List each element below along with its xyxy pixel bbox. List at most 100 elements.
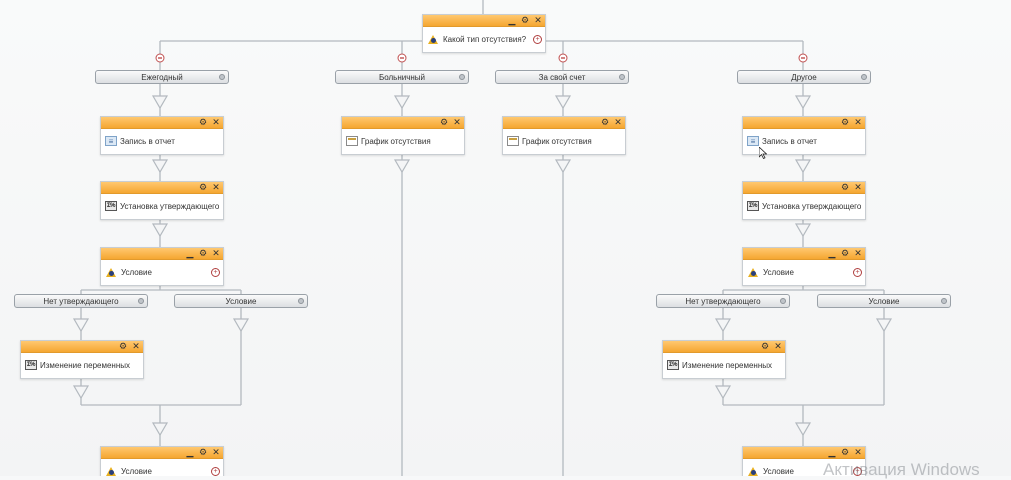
branch-sick[interactable]: Больничный (335, 70, 469, 84)
minimize-icon[interactable]: ▁ (828, 447, 836, 457)
branch-options-icon[interactable] (459, 74, 465, 80)
drop-arrow-icon[interactable] (875, 318, 893, 333)
drop-arrow-icon[interactable] (554, 159, 572, 174)
gear-icon[interactable]: ⚙ (199, 117, 208, 127)
drop-arrow-icon[interactable] (151, 223, 169, 238)
gear-icon[interactable]: ⚙ (841, 182, 850, 192)
close-icon[interactable]: ✕ (854, 447, 862, 457)
activity-titlebar[interactable]: ⚙✕ (743, 117, 865, 129)
drop-arrow-icon[interactable] (554, 95, 572, 110)
activity-titlebar[interactable]: ⚙✕ (743, 182, 865, 194)
collapse-branch-icon[interactable] (798, 53, 808, 63)
collapse-branch-icon[interactable] (558, 53, 568, 63)
close-icon[interactable]: ✕ (854, 248, 862, 258)
gear-icon[interactable]: ⚙ (841, 248, 850, 258)
activity-titlebar[interactable]: ▁ ⚙ ✕ (743, 248, 865, 260)
activity-titlebar[interactable]: ⚙✕ (101, 182, 223, 194)
activity-titlebar[interactable]: ▁ ⚙ ✕ (423, 15, 545, 27)
add-branch-icon[interactable]: + (533, 35, 542, 44)
branch-other[interactable]: Другое (737, 70, 871, 84)
minimize-icon[interactable]: ▁ (508, 15, 516, 25)
close-icon[interactable]: ✕ (614, 117, 622, 127)
minimize-icon[interactable]: ▁ (828, 248, 836, 258)
activity-titlebar[interactable]: ⚙✕ (342, 117, 464, 129)
root-condition-activity[interactable]: ▁⚙✕Какой тип отсутствия?+ (422, 14, 546, 53)
gear-icon[interactable]: ⚙ (601, 117, 610, 127)
minimize-icon[interactable]: ▁ (186, 248, 194, 258)
activity-titlebar[interactable]: ▁ ⚙ ✕ (743, 447, 865, 459)
branch-options-icon[interactable] (138, 298, 144, 304)
gear-icon[interactable]: ⚙ (521, 15, 530, 25)
drop-arrow-icon[interactable] (714, 318, 732, 333)
activity-change-vars-annual[interactable]: ⚙✕Σ%Изменение переменных (20, 340, 144, 379)
branch-options-icon[interactable] (861, 74, 867, 80)
gear-icon[interactable]: ⚙ (761, 341, 770, 351)
subbranch-condition-annual[interactable]: Условие (174, 294, 308, 308)
close-icon[interactable]: ✕ (132, 341, 140, 351)
collapse-branch-icon[interactable] (397, 53, 407, 63)
drop-arrow-icon[interactable] (794, 95, 812, 110)
close-icon[interactable]: ✕ (774, 341, 782, 351)
close-icon[interactable]: ✕ (212, 117, 220, 127)
drop-arrow-icon[interactable] (72, 385, 90, 400)
branch-options-icon[interactable] (219, 74, 225, 80)
add-branch-icon[interactable]: + (853, 268, 862, 277)
gear-icon[interactable]: ⚙ (841, 447, 850, 457)
drop-arrow-icon[interactable] (232, 318, 250, 333)
branch-options-icon[interactable] (941, 298, 947, 304)
gear-icon[interactable]: ⚙ (199, 248, 208, 258)
activity-titlebar[interactable]: ⚙✕ (101, 117, 223, 129)
close-icon[interactable]: ✕ (854, 117, 862, 127)
activity-titlebar[interactable]: ⚙✕ (21, 341, 143, 353)
gear-icon[interactable]: ⚙ (440, 117, 449, 127)
branch-options-icon[interactable] (619, 74, 625, 80)
branch-options-icon[interactable] (780, 298, 786, 304)
activity-report-record-annual[interactable]: ⚙✕≡Запись в отчет (100, 116, 224, 155)
drop-arrow-icon[interactable] (714, 385, 732, 400)
activity-report-record-other[interactable]: ⚙✕≡Запись в отчет (742, 116, 866, 155)
drop-arrow-icon[interactable] (393, 159, 411, 174)
close-icon[interactable]: ✕ (212, 182, 220, 192)
gear-icon[interactable]: ⚙ (199, 447, 208, 457)
activity-condition-annual-2[interactable]: ▁⚙✕Условие+ (100, 446, 224, 476)
close-icon[interactable]: ✕ (534, 15, 542, 25)
close-icon[interactable]: ✕ (854, 182, 862, 192)
activity-condition-other-2[interactable]: ▁⚙✕Условие+ (742, 446, 866, 476)
drop-arrow-icon[interactable] (794, 223, 812, 238)
close-icon[interactable]: ✕ (212, 447, 220, 457)
activity-change-vars-other[interactable]: ⚙✕Σ%Изменение переменных (662, 340, 786, 379)
drop-arrow-icon[interactable] (151, 95, 169, 110)
add-branch-icon[interactable]: + (211, 467, 220, 476)
subbranch-condition-other[interactable]: Условие (817, 294, 951, 308)
activity-titlebar[interactable]: ▁ ⚙ ✕ (101, 248, 223, 260)
close-icon[interactable]: ✕ (212, 248, 220, 258)
gear-icon[interactable]: ⚙ (199, 182, 208, 192)
drop-arrow-icon[interactable] (794, 422, 812, 437)
activity-condition-other[interactable]: ▁⚙✕Условие+ (742, 247, 866, 286)
drop-arrow-icon[interactable] (151, 422, 169, 437)
activity-absence-schedule-sick[interactable]: ⚙✕График отсутствия (341, 116, 465, 155)
branch-unpaid[interactable]: За свой счет (495, 70, 629, 84)
branch-options-icon[interactable] (298, 298, 304, 304)
activity-absence-schedule-unpaid[interactable]: ⚙✕График отсутствия (502, 116, 626, 155)
drop-arrow-icon[interactable] (393, 95, 411, 110)
add-branch-icon[interactable]: + (211, 268, 220, 277)
activity-condition-annual[interactable]: ▁⚙✕Условие+ (100, 247, 224, 286)
subbranch-no-approver-other[interactable]: Нет утверждающего (656, 294, 790, 308)
activity-set-approver-other[interactable]: ⚙✕Σ%Установка утверждающего (742, 181, 866, 220)
subbranch-no-approver-annual[interactable]: Нет утверждающего (14, 294, 148, 308)
drop-arrow-icon[interactable] (151, 159, 169, 174)
activity-set-approver-annual[interactable]: ⚙✕Σ%Установка утверждающего (100, 181, 224, 220)
drop-arrow-icon[interactable] (72, 318, 90, 333)
drop-arrow-icon[interactable] (794, 159, 812, 174)
activity-titlebar[interactable]: ⚙✕ (503, 117, 625, 129)
branch-annual[interactable]: Ежегодный (95, 70, 229, 84)
gear-icon[interactable]: ⚙ (119, 341, 128, 351)
activity-titlebar[interactable]: ⚙✕ (663, 341, 785, 353)
minimize-icon[interactable]: ▁ (186, 447, 194, 457)
close-icon[interactable]: ✕ (453, 117, 461, 127)
gear-icon[interactable]: ⚙ (841, 117, 850, 127)
collapse-branch-icon[interactable] (155, 53, 165, 63)
activity-titlebar[interactable]: ▁ ⚙ ✕ (101, 447, 223, 459)
